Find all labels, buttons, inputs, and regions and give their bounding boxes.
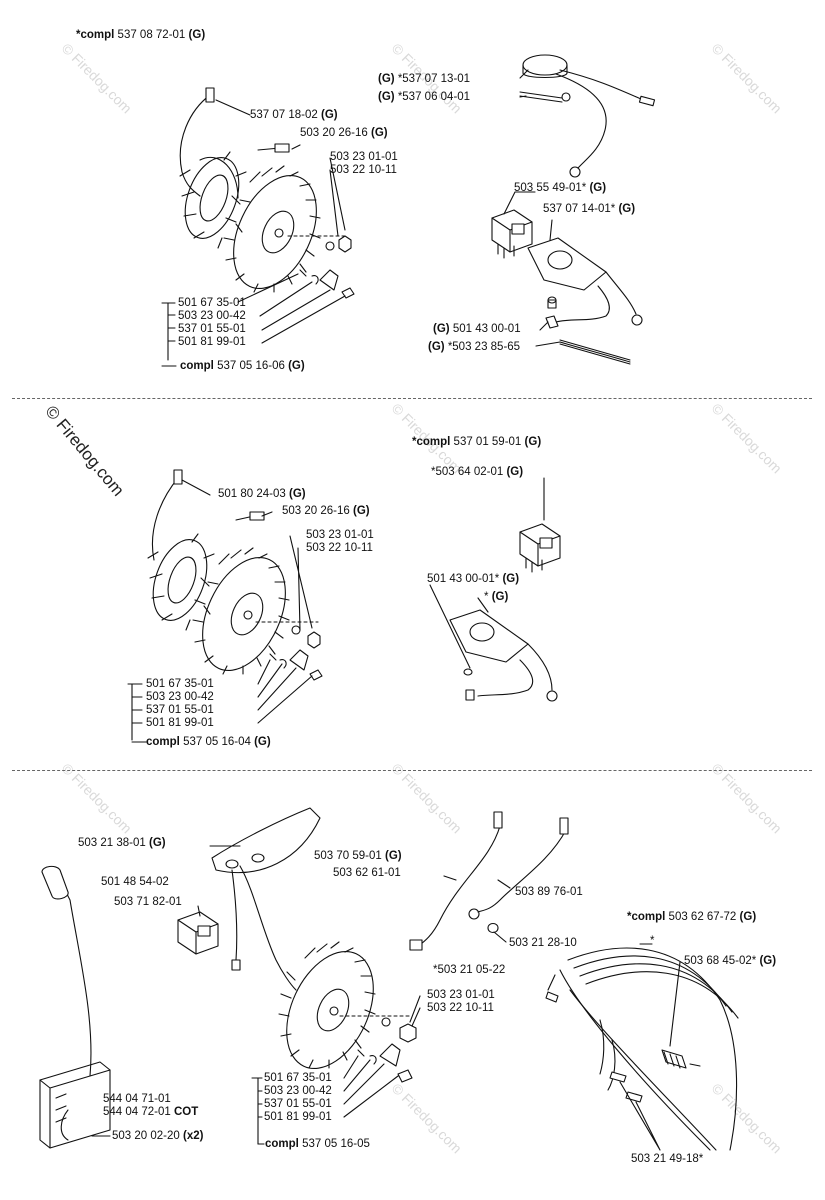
part-label: 501 81 99-01 [178,336,246,348]
part-label: 501 48 54-02 [101,876,169,888]
part-label: 544 04 72-01 COT [103,1106,199,1118]
ignition-coil-drawing-top [179,87,251,249]
assembly-label: compl 537 05 16-05 [265,1138,370,1150]
part-label: 503 23 00-42 [178,310,246,322]
ignition-coil-small-top [527,237,643,326]
part-label: * [650,935,655,947]
flywheel-drawing-middle [192,511,290,675]
part-label: * (G) [484,591,509,603]
assembly-label: compl 537 05 16-04 (G) [146,736,271,748]
part-label: *503 64 02-01 (G) [431,466,524,478]
part-label: 503 21 49-18* [631,1153,704,1165]
part-label: (G) 501 43 00-01 [433,323,521,335]
part-label: 503 21 38-01 (G) [78,837,166,849]
ignition-module-drawing-top [519,54,656,178]
part-label: 501 67 35-01 [264,1072,332,1084]
part-label: 537 07 14-01* (G) [543,203,636,215]
switch-drawing-middle [519,523,561,573]
part-label: 501 81 99-01 [264,1111,332,1123]
part-label: 503 21 28-10 [509,937,577,949]
switch-drawing-bottom [177,911,219,955]
part-label: 501 67 35-01 [178,297,246,309]
part-label: 503 23 01-01 [427,989,495,1001]
part-label: 503 71 82-01 [114,896,182,908]
part-label: 503 55 49-01* (G) [514,182,607,194]
bottom-assembly-title: *compl 503 62 67-72 (G) [627,911,757,923]
part-label: 503 22 10-11 [427,1002,494,1014]
part-label: 503 20 26-16 (G) [300,127,388,139]
part-label: (G) *537 07 13-01 [378,73,471,85]
middle-assembly-title: *compl 537 01 59-01 (G) [412,436,542,448]
part-label: 537 01 55-01 [178,323,246,335]
ignition-lead-drawing-bottom [545,947,739,1151]
part-label: 503 62 61-01 [333,867,401,879]
part-label: 503 23 00-42 [146,691,214,703]
ignition-coil-small-middle [449,609,558,702]
part-label: 537 01 55-01 [146,704,214,716]
part-label: 503 20 26-16 (G) [282,505,370,517]
ignition-coil-drawing-middle [147,469,219,631]
part-label: 537 01 55-01 [264,1098,332,1110]
part-label: (G) *503 23 85-65 [428,341,521,353]
part-label: 503 23 01-01 [330,151,398,163]
top-assembly-title: *compl 537 08 72-01 (G) [76,29,206,41]
section-divider [12,770,812,771]
part-label: 537 07 18-02 (G) [250,109,338,121]
flywheel-drawing-top [223,143,321,293]
part-label: 503 70 59-01 (G) [314,850,402,862]
flywheel-hardware-middle [255,621,323,681]
flywheel-hardware-top [287,235,355,299]
part-label: 501 81 99-01 [146,717,214,729]
assembly-label: compl 537 05 16-06 (G) [180,360,305,372]
part-label: 503 20 02-20 (x2) [112,1130,204,1142]
section-divider [12,398,812,399]
part-label: 503 23 00-42 [264,1085,332,1097]
flywheel-drawing-bottom [278,941,376,1069]
part-label: *503 21 05-22 [433,964,506,976]
part-label: 503 22 10-11 [306,542,373,554]
part-label: 501 43 00-01* (G) [427,573,520,585]
part-label: 501 80 24-03 (G) [218,488,306,500]
part-label: 503 68 45-02* (G) [684,955,777,967]
ignition-coil-drawing-bottom [39,865,111,1149]
cable-drawing-bottom [409,811,569,951]
part-label: (G) *537 06 04-01 [378,91,471,103]
part-label: 503 89 76-01 [515,886,583,898]
part-label: 503 22 10-11 [330,164,397,176]
part-label: 544 04 71-01 [103,1093,171,1105]
cover-plate-drawing-bottom [211,807,321,991]
flywheel-hardware-bottom [339,1015,417,1083]
switch-drawing-top [491,209,533,259]
part-label: 503 23 01-01 [306,529,374,541]
part-label: 501 67 35-01 [146,678,214,690]
